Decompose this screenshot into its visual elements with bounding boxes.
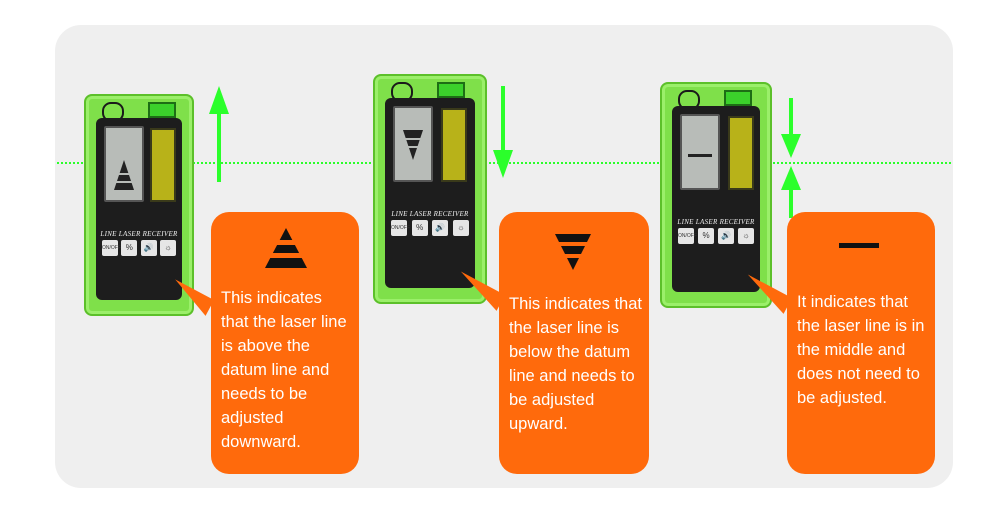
sound-key: 🔊 (718, 228, 734, 244)
triangle-up-icon (263, 228, 309, 268)
keypad: ON/OFF % 🔊 ☼ (391, 220, 469, 236)
receiver-face: LINE LASER RECEIVER ON/OFF % 🔊 ☼ (385, 98, 475, 288)
laser-receiver-device-3: LINE LASER RECEIVER ON/OFF % 🔊 ☼ (660, 82, 772, 308)
callout-above: This indicates that the laser line is ab… (211, 212, 359, 474)
receiver-window (728, 116, 754, 190)
light-key: ☼ (738, 228, 754, 244)
callout-middle: It indicates that the laser line is in t… (787, 212, 935, 474)
brand-label: LINE LASER RECEIVER (677, 218, 755, 226)
power-key: ON/OFF (102, 240, 121, 256)
lcd-middle-indicator-icon (688, 154, 712, 157)
middle-down-arrow-icon (781, 134, 801, 158)
level-vial-icon (437, 82, 465, 98)
mode-key: % (698, 228, 714, 244)
callout-text: This indicates that the laser line is ab… (221, 289, 347, 451)
dash-icon (839, 243, 879, 248)
brand-label: LINE LASER RECEIVER (391, 210, 469, 218)
middle-arrow-bottom-shaft (789, 188, 793, 218)
callout-text: This indicates that the laser line is be… (509, 295, 642, 433)
receiver-face: LINE LASER RECEIVER ON/OFF % 🔊 ☼ (672, 106, 760, 292)
light-key: ☼ (159, 240, 176, 256)
lcd-down-indicator-icon (401, 130, 425, 160)
down-arrow-shaft (501, 86, 505, 152)
down-arrow-icon (493, 150, 513, 178)
keypad: ON/OFF % 🔊 ☼ (678, 228, 754, 244)
callout-below: This indicates that the laser line is be… (499, 212, 649, 474)
mode-key: % (411, 220, 428, 236)
receiver-window (150, 128, 176, 202)
lcd-screen (680, 114, 720, 190)
power-key: ON/OFF (678, 228, 697, 244)
keypad: ON/OFF % 🔊 ☼ (102, 240, 176, 256)
up-arrow-shaft (217, 112, 221, 182)
light-key: ☼ (452, 220, 469, 236)
lcd-up-indicator-icon (112, 160, 136, 190)
level-vial-icon (148, 102, 176, 118)
lcd-screen (393, 106, 433, 182)
receiver-face: LINE LASER RECEIVER ON/OFF % 🔊 ☼ (96, 118, 182, 300)
sound-key: 🔊 (432, 220, 449, 236)
power-key: ON/OFF (391, 220, 410, 236)
mode-key: % (121, 240, 138, 256)
level-vial-icon (724, 90, 752, 106)
triangle-down-icon (553, 234, 593, 270)
middle-up-arrow-icon (781, 166, 801, 190)
up-arrow-icon (209, 86, 229, 114)
laser-receiver-device-2: LINE LASER RECEIVER ON/OFF % 🔊 ☼ (373, 74, 487, 304)
brand-label: LINE LASER RECEIVER (100, 230, 178, 238)
middle-arrow-top-shaft (789, 98, 793, 138)
laser-receiver-device-1: LINE LASER RECEIVER ON/OFF % 🔊 ☼ (84, 94, 194, 316)
lcd-screen (104, 126, 144, 202)
callout-text: It indicates that the laser line is in t… (797, 293, 925, 407)
sound-key: 🔊 (140, 240, 157, 256)
receiver-window (441, 108, 467, 182)
